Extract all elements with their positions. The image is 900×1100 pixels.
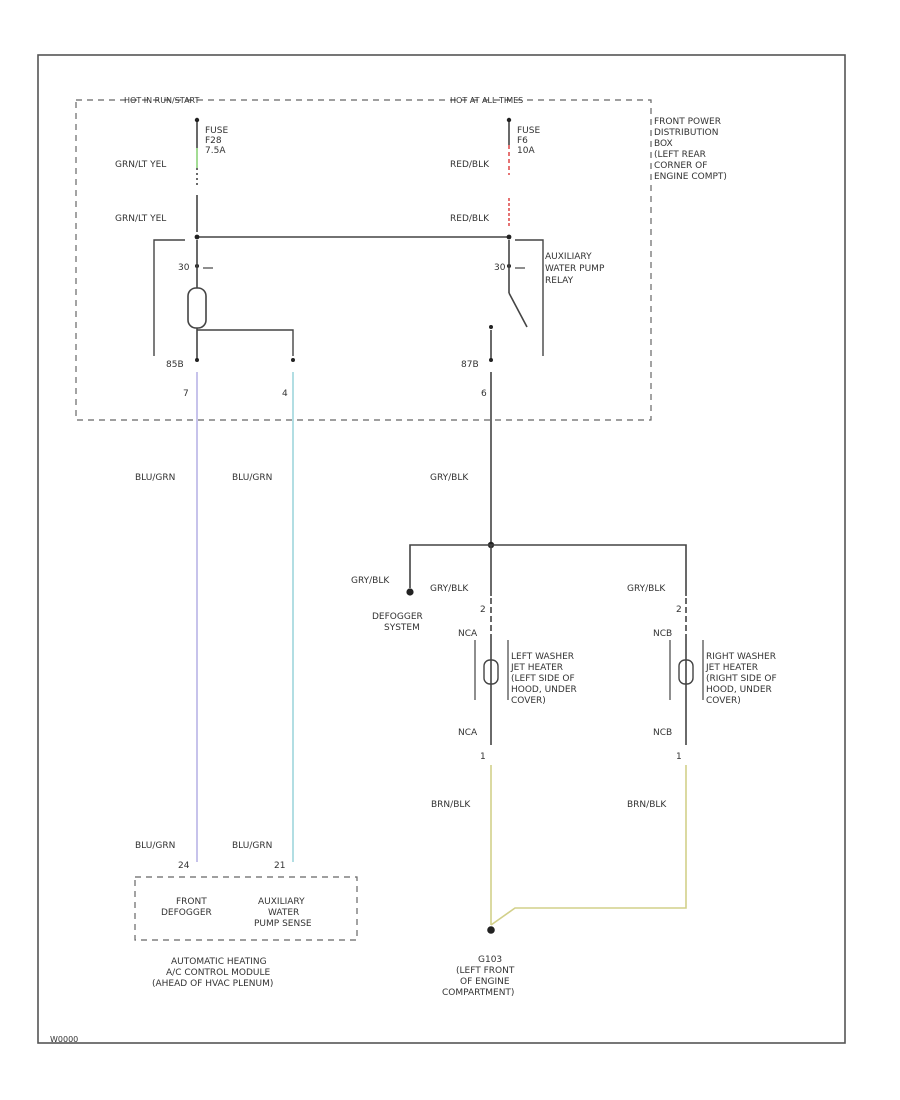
relay-housing-right — [515, 239, 544, 356]
wire-label-blu-grn-bottom-left: BLU/GRN — [135, 841, 175, 851]
fuse-right-top-terminal — [506, 117, 512, 123]
defogger-terminal — [406, 588, 414, 596]
control-module-right-block: AUXILIARY WATER PUMP SENSE — [254, 897, 312, 929]
wire-brn-blk-right — [490, 765, 687, 926]
distribution-box-outline — [75, 99, 652, 421]
control-module-pin-right: 21 — [274, 861, 285, 871]
relay-label: AUXILIARY WATER PUMP RELAY — [545, 252, 607, 286]
relay-housing-left — [153, 239, 185, 356]
relay-switch-contact — [489, 325, 493, 329]
wire-label-red-blk-lower: RED/BLK — [450, 214, 490, 224]
relay-coil — [187, 287, 207, 329]
relay-pin-aux-out: 4 — [282, 389, 288, 399]
wire-branch-defogger — [409, 544, 491, 588]
wire-label-blu-grn-right: BLU/GRN — [232, 473, 272, 483]
fuse-right-label: FUSE F6 10A — [517, 126, 543, 156]
right-heater-pin-top: 2 — [676, 605, 682, 615]
wire-label-red-blk-upper: RED/BLK — [450, 160, 490, 170]
wire-label-brn-blk-left: BRN/BLK — [431, 800, 471, 810]
diagram-frame — [37, 54, 846, 1044]
control-module-label: AUTOMATIC HEATING A/C CONTROL MODULE (AH… — [152, 957, 273, 989]
wire-label-blu-grn-left: BLU/GRN — [135, 473, 175, 483]
ground-terminal — [487, 926, 495, 934]
relay-pin-left-top: 30 — [178, 263, 190, 273]
figure-id: W0000 — [50, 1035, 78, 1044]
bus-right-node — [506, 234, 512, 240]
control-module-outline — [134, 876, 358, 941]
power-feed-left-label: HOT IN RUN/START — [124, 96, 200, 105]
bus-left-node — [194, 234, 200, 240]
wire-label-gry-blk-right-heater: GRY/BLK — [627, 584, 666, 594]
relay-pin-right-out: 6 — [481, 389, 487, 399]
right-heater-label: RIGHT WASHER JET HEATER (RIGHT SIDE OF H… — [705, 652, 780, 706]
relay-pin-left-bottom: 85B — [166, 360, 184, 370]
wire-label-gry-blk-left-heater: GRY/BLK — [430, 584, 469, 594]
relay-switch-blade — [508, 292, 528, 328]
wire-label-gry-blk-main: GRY/BLK — [430, 473, 469, 483]
relay-right-out-terminal — [489, 358, 493, 362]
left-heater-pin-top: 2 — [480, 605, 486, 615]
right-heater-connector-bottom: NCB — [653, 728, 672, 738]
control-module-left-block: FRONT DEFOGGER — [161, 897, 212, 918]
left-heater-label: LEFT WASHER JET HEATER (LEFT SIDE OF HOO… — [510, 652, 580, 706]
ground-label: G103 (LEFT FRONT OF ENGINE COMPARTMENT) — [442, 955, 517, 998]
relay-pin-left-out: 7 — [183, 389, 189, 399]
wire-label-grn-lt-yel-upper: GRN/LT YEL — [115, 160, 166, 170]
wire-label-blu-grn-bottom-right: BLU/GRN — [232, 841, 272, 851]
relay-left-out-terminal — [195, 358, 199, 362]
fuse-left-top-terminal — [194, 117, 200, 123]
left-heater-connector-top: NCA — [458, 629, 478, 639]
relay-coil-to-aux — [197, 329, 294, 356]
wire-branch-right-heater — [491, 544, 687, 596]
control-module-pin-left: 24 — [178, 861, 190, 871]
wire-label-grn-lt-yel-lower: GRN/LT YEL — [115, 214, 166, 224]
left-heater-pin-bottom: 1 — [480, 752, 486, 762]
fuse-left-label: FUSE F28 7.5A — [205, 126, 231, 156]
relay-pin-right-top: 30 — [494, 263, 506, 273]
wire-label-brn-blk-right: BRN/BLK — [627, 800, 667, 810]
power-feed-right-label: HOT AT ALL TIMES — [450, 96, 523, 105]
relay-aux-out-terminal — [291, 358, 295, 362]
defogger-label: DEFOGGER SYSTEM — [372, 612, 426, 633]
relay-pin-right-bottom: 87B — [461, 360, 479, 370]
right-heater-pin-bottom: 1 — [676, 752, 682, 762]
wire-label-gry-blk-defogger: GRY/BLK — [351, 576, 390, 586]
distribution-box-label: FRONT POWER DISTRIBUTION BOX (LEFT REAR … — [654, 117, 727, 182]
left-heater-connector-bottom: NCA — [458, 728, 478, 738]
right-heater-connector-top: NCB — [653, 629, 672, 639]
